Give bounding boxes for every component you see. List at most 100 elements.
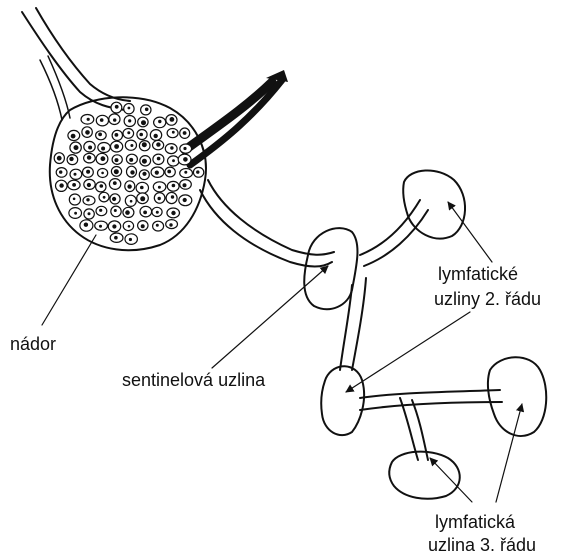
cell-nucleus [57, 156, 62, 161]
cell-nucleus [172, 159, 175, 162]
cell-nucleus [183, 183, 187, 187]
tumor-label: nádor [10, 334, 56, 354]
cell-nucleus [98, 133, 102, 137]
annotation-lines [42, 202, 522, 502]
cell-nucleus [114, 236, 118, 240]
cell-nucleus [156, 142, 160, 146]
cell-nucleus [158, 120, 161, 123]
cell-nucleus [100, 184, 104, 188]
second-order-node-1 [403, 170, 465, 238]
cell-nucleus [142, 142, 147, 147]
second-order-node-2 [321, 366, 364, 435]
cell-nucleus [183, 198, 187, 202]
cell-nucleus [183, 131, 187, 135]
cell-nucleus [128, 225, 131, 228]
cell-nucleus [115, 133, 119, 137]
cell-nucleus [101, 147, 105, 151]
cell-nucleus [145, 108, 149, 112]
cell-nucleus [129, 238, 132, 241]
cell-nucleus [112, 224, 116, 228]
second-order-label-line2: uzliny 2. řádu [434, 289, 541, 309]
cell-nucleus [172, 131, 175, 134]
cell-nucleus [114, 169, 119, 174]
cell-nucleus [140, 196, 145, 201]
cell-nucleus [155, 171, 159, 175]
cell-nucleus [127, 107, 130, 110]
cell-nucleus [127, 131, 130, 134]
tumor-pointer [42, 235, 96, 325]
cell-nucleus [103, 196, 106, 199]
cell-nucleus [156, 211, 159, 214]
cell-nucleus [128, 119, 131, 122]
cell-nucleus [114, 209, 117, 212]
cell-nucleus [130, 170, 134, 174]
third-order-pointer-2 [496, 404, 522, 502]
cell-nucleus [72, 183, 76, 187]
cell-nucleus [156, 224, 159, 227]
tumor-cells [54, 102, 204, 244]
cell-nucleus [157, 157, 161, 161]
cell-nucleus [59, 170, 62, 173]
cell-nucleus [127, 184, 131, 188]
cell-nucleus [170, 146, 173, 149]
labels: nádor sentinelová uzlina lymfatické uzli… [10, 264, 541, 555]
cell-nucleus [113, 118, 116, 121]
cell-nucleus [130, 200, 133, 203]
cell-nucleus [59, 183, 63, 187]
cell-nucleus [87, 155, 91, 159]
third-order-label-line2: uzlina 3. řádu [428, 535, 536, 555]
cell-nucleus [74, 145, 79, 150]
cell-nucleus [74, 212, 77, 215]
cell-nucleus [99, 209, 102, 212]
cell-nucleus [141, 120, 146, 125]
cell-nucleus [84, 223, 88, 227]
sentinel-node [304, 228, 357, 309]
cell-nucleus [125, 210, 130, 215]
cell-nucleus [171, 211, 175, 215]
cell-nucleus [167, 170, 171, 174]
third-order-label-line1: lymfatická [435, 512, 516, 532]
cell-nucleus [115, 158, 119, 162]
cell-nucleus [88, 212, 91, 215]
cell-nucleus [101, 156, 106, 161]
cell-nucleus [85, 130, 90, 135]
second-order-pointer-1 [448, 202, 492, 262]
cell-nucleus [73, 198, 76, 201]
cell-nucleus [183, 147, 186, 150]
second-order-label-line1: lymfatické [438, 264, 518, 284]
cell-nucleus [87, 183, 91, 187]
cell-nucleus [113, 181, 117, 185]
cell-nucleus [99, 225, 102, 228]
cell-nucleus [69, 157, 73, 161]
cell-nucleus [87, 118, 90, 121]
cell-nucleus [140, 186, 144, 190]
cell-nucleus [142, 172, 146, 176]
cell-nucleus [139, 133, 143, 137]
cell-nucleus [158, 186, 161, 189]
cell-nucleus [112, 197, 116, 201]
second-order-pointer-2 [346, 312, 470, 392]
cell-nucleus [170, 117, 175, 122]
cell-nucleus [142, 159, 147, 164]
cell-nucleus [141, 224, 145, 228]
cell-nucleus [172, 184, 176, 188]
cell-nucleus [88, 146, 92, 150]
cell-nucleus [114, 144, 119, 149]
third-order-node [389, 452, 460, 499]
cell-nucleus [183, 157, 188, 162]
cell-nucleus [158, 197, 161, 200]
third-order-pointer-1 [430, 458, 472, 502]
cell-nucleus [100, 118, 104, 122]
cell-nucleus [86, 198, 89, 201]
cell-nucleus [184, 171, 187, 174]
cell-nucleus [154, 134, 158, 138]
tumor [50, 97, 206, 250]
cell-nucleus [74, 173, 77, 176]
cell-nucleus [143, 211, 147, 215]
sentinel-label: sentinelová uzlina [122, 370, 266, 390]
cell-nucleus [86, 170, 90, 174]
cell-nucleus [196, 170, 199, 173]
cell-nucleus [129, 158, 133, 162]
cell-nucleus [171, 195, 174, 198]
